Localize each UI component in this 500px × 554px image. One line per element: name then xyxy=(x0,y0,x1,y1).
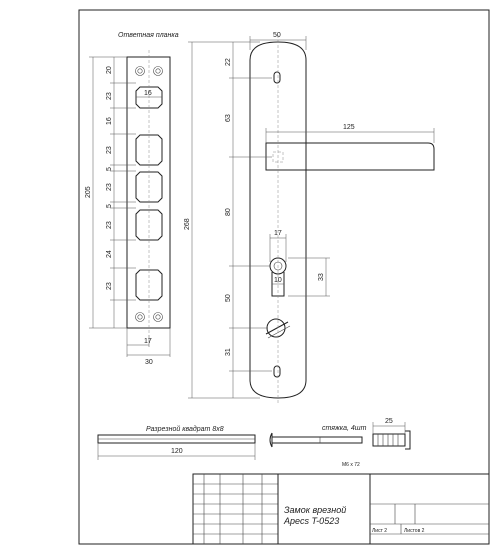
screw-icon xyxy=(273,71,281,84)
dim-23a: 23 xyxy=(106,92,113,100)
dim-31: 31 xyxy=(225,348,232,356)
title-line-2: Apecs T-0523 xyxy=(283,516,339,526)
dim-30: 30 xyxy=(145,359,153,366)
dim-17b: 17 xyxy=(144,338,152,345)
screw-icon xyxy=(135,66,163,322)
dim-120: 120 xyxy=(171,448,183,455)
dim-5b: 5 xyxy=(106,204,113,208)
dim-23c: 23 xyxy=(106,183,113,191)
bolt-opening-4 xyxy=(135,269,163,301)
strike-plate-label: Ответная планка xyxy=(118,32,179,39)
screw-icon xyxy=(273,365,281,378)
tie-rod-sleeve xyxy=(372,430,411,450)
tie-rod-size: M6 x 72 xyxy=(342,462,360,468)
dim-22: 22 xyxy=(225,58,232,66)
latch-opening-1 xyxy=(135,86,163,109)
dim-33: 33 xyxy=(318,273,325,281)
title-block xyxy=(192,473,490,545)
dim-16: 16 xyxy=(144,90,152,97)
dim-23b: 23 xyxy=(106,146,113,154)
tie-rods-label: стяжка, 4шт xyxy=(322,425,367,432)
dim-10: 10 xyxy=(274,277,282,284)
door-handle-lever xyxy=(265,142,435,171)
dim-50b: 50 xyxy=(225,294,232,302)
dim-24: 24 xyxy=(106,250,113,258)
dim-125: 125 xyxy=(343,124,355,131)
handle-backplate xyxy=(249,41,307,399)
title-line-1: Замок врезной xyxy=(284,505,346,515)
dim-268: 268 xyxy=(184,218,191,230)
sheet-number: Лист 2 xyxy=(372,528,387,534)
bolt-opening-1 xyxy=(135,134,163,166)
dim-23e: 23 xyxy=(106,282,113,290)
dim-63: 63 xyxy=(225,114,232,122)
dim-16b: 16 xyxy=(106,117,113,125)
bolt-opening-2 xyxy=(135,171,163,203)
strike-plate-outline xyxy=(126,56,171,329)
dim-25: 25 xyxy=(385,418,393,425)
dim-5a: 5 xyxy=(106,167,113,171)
dim-17a: 17 xyxy=(274,230,282,237)
sheets-total: Листов 2 xyxy=(404,528,425,534)
tie-rod-screw xyxy=(269,432,363,448)
dim-20: 20 xyxy=(106,66,113,74)
bolt-opening-3 xyxy=(135,209,163,241)
dim-23d: 23 xyxy=(106,221,113,229)
dim-205: 205 xyxy=(85,186,92,198)
dim-80: 80 xyxy=(225,208,232,216)
split-bar-label: Разрезной квадрат 8х8 xyxy=(146,425,224,433)
dim-50: 50 xyxy=(273,32,281,39)
